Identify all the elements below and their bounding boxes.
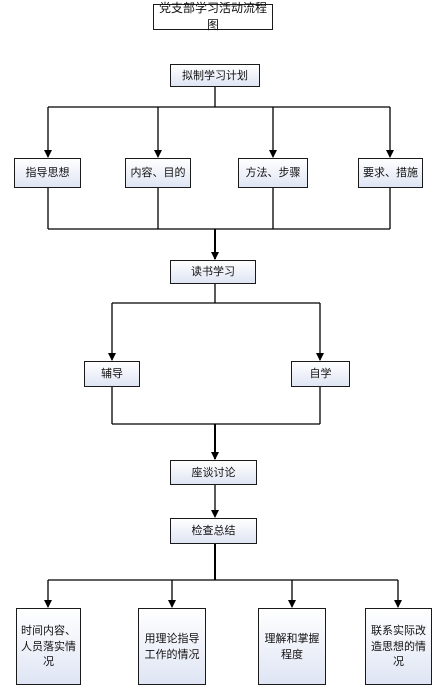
node-requirements-measures: 要求、措施 bbox=[358, 158, 423, 188]
node-plan: 拟制学习计划 bbox=[170, 64, 260, 87]
node-check-understanding: 理解和掌握程度 bbox=[258, 608, 326, 685]
node-check-theory-guidance: 用理论指导工作的情况 bbox=[138, 608, 206, 685]
node-check-practice: 联系实际改造思想的情况 bbox=[365, 608, 432, 685]
node-check-time-content: 时间内容、人员落实情况 bbox=[16, 608, 81, 685]
node-content-purpose: 内容、目的 bbox=[125, 158, 191, 188]
diagram-title: 党支部学习活动流程图 bbox=[153, 1, 273, 32]
node-reading-study: 读书学习 bbox=[170, 260, 256, 284]
node-guiding-thought: 指导思想 bbox=[14, 158, 81, 188]
node-tutoring: 辅导 bbox=[84, 361, 140, 387]
node-method-steps: 方法、步骤 bbox=[238, 158, 308, 188]
node-discussion: 座谈讨论 bbox=[170, 460, 257, 485]
node-self-study: 自学 bbox=[291, 361, 350, 387]
node-inspection-summary: 检查总结 bbox=[170, 518, 257, 544]
